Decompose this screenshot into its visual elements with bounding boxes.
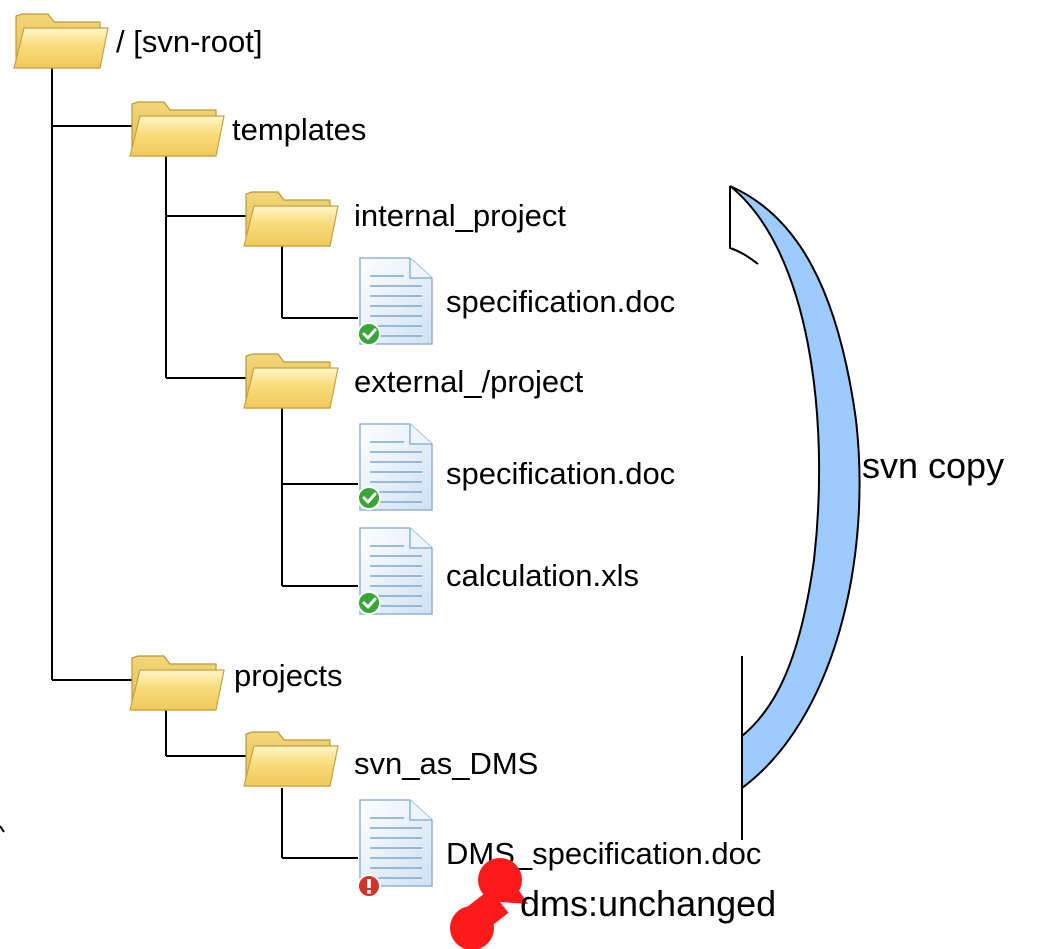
pushpin-icon — [450, 858, 528, 949]
svn-copy-label: svn copy — [862, 445, 1004, 486]
external-project-folder-node[interactable]: external_/project — [243, 353, 584, 409]
document-icon — [359, 799, 433, 887]
svn-copy-arrow: svn copy — [729, 185, 1004, 840]
external-project-label: external_/project — [354, 364, 584, 399]
templates-label: templates — [232, 112, 366, 147]
tree-connectors — [0, 68, 358, 859]
projects-label: projects — [234, 658, 343, 693]
external-calc-label: calculation.xls — [446, 558, 639, 593]
folder-icon — [243, 731, 339, 787]
internal-project-label: internal_project — [354, 198, 566, 233]
property-label: dms:unchanged — [520, 883, 776, 924]
folder-icon — [243, 191, 339, 247]
root-folder-node[interactable]: / [svn-root] — [13, 13, 262, 69]
svn-as-dms-label: svn_as_DMS — [354, 746, 538, 781]
folder-icon — [129, 655, 225, 711]
templates-folder-node[interactable]: templates — [129, 101, 366, 157]
warning-badge-icon — [357, 874, 381, 898]
external-spec-file-node[interactable]: specification.doc — [356, 423, 675, 511]
projects-folder-node[interactable]: projects — [129, 655, 343, 711]
internal-spec-file-node[interactable]: specification.doc — [356, 257, 675, 347]
property-annotation: dms:unchanged — [450, 858, 776, 949]
internal-spec-label: specification.doc — [446, 284, 675, 319]
folder-icon — [243, 353, 339, 409]
external-spec-label: specification.doc — [446, 456, 675, 491]
check-badge-icon — [356, 321, 382, 347]
folder-icon — [13, 13, 109, 69]
root-label: / [svn-root] — [116, 24, 262, 59]
folder-icon — [129, 101, 225, 157]
svn-as-dms-folder-node[interactable]: svn_as_DMS — [243, 731, 538, 787]
external-calc-file-node[interactable]: calculation.xls — [356, 527, 639, 616]
internal-project-folder-node[interactable]: internal_project — [243, 191, 566, 247]
check-badge-icon — [356, 485, 382, 511]
check-badge-icon — [356, 590, 382, 616]
